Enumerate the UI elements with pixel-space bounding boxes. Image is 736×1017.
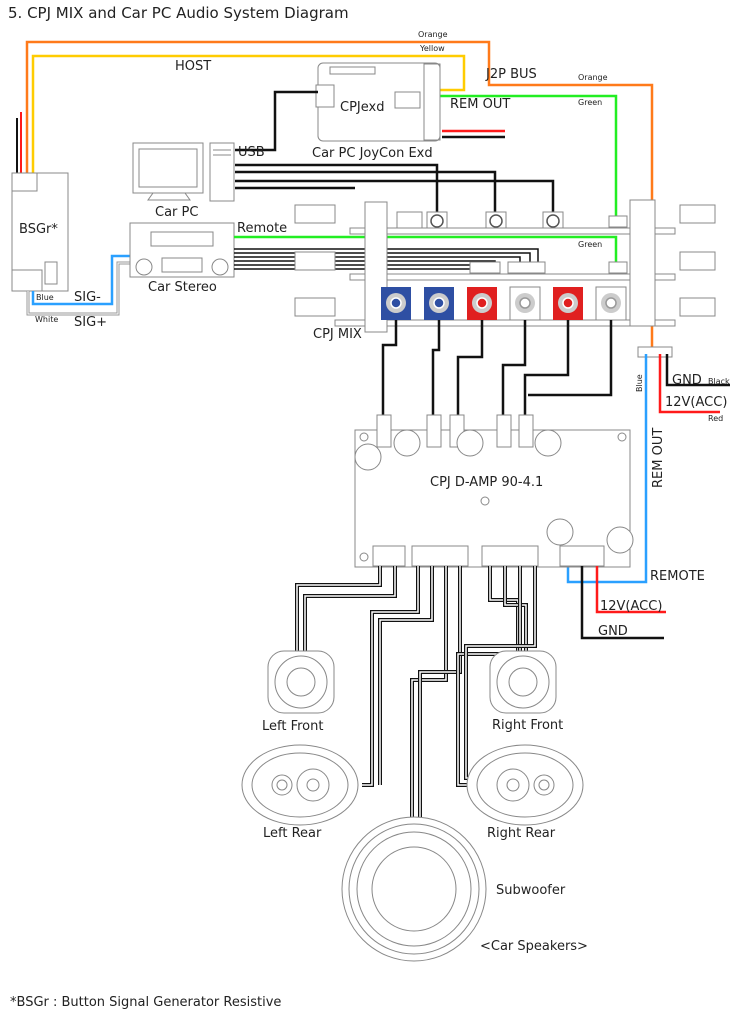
wire-label-orange: Orange: [418, 30, 448, 39]
rca-jacks: [381, 286, 627, 321]
rem-out-label: REM OUT: [450, 97, 510, 112]
car-pc-label: Car PC: [155, 205, 198, 220]
gnd-black-wire: [665, 354, 730, 387]
car-speakers-label: <Car Speakers>: [480, 939, 588, 954]
cpjexd-label: CPJexd: [340, 100, 384, 115]
pc-audio-wire-3: [235, 179, 555, 213]
bsgr-device: BSGr*: [11, 112, 69, 292]
amp-board: CPJ D-AMP 90-4.1: [354, 414, 634, 568]
yellow-wire: [31, 54, 466, 175]
pc-audio-wire-1: [235, 163, 439, 213]
pc-audio-wire-2: [235, 170, 497, 213]
right-rear-speaker: [466, 744, 584, 826]
car-pc: [132, 142, 235, 202]
wire-label-white: White: [35, 315, 58, 324]
remote-label: Remote: [237, 221, 287, 236]
amp-gnd-label: GND: [598, 624, 628, 639]
usb-wire: [235, 90, 318, 152]
amp-acc-label: 12V(ACC): [600, 599, 662, 614]
power-connector: [637, 346, 673, 358]
diagram-title: 5. CPJ MIX and Car PC Audio System Diagr…: [8, 4, 349, 22]
wire-label-blue-vertical: Blue: [635, 374, 644, 392]
right-rear-label: Right Rear: [487, 826, 556, 841]
cpj-mix-board: [294, 199, 716, 333]
remote-blue-wire: [566, 354, 648, 584]
acc-label: 12V(ACC): [665, 395, 727, 410]
host-label: HOST: [175, 59, 211, 74]
cpjexd-caption: Car PC JoyCon Exd: [312, 146, 433, 161]
j2p-bus-label: J2P BUS: [485, 67, 537, 82]
wire-label-blue: Blue: [36, 293, 54, 302]
wire-label-orange-2: Orange: [578, 73, 608, 82]
sig-minus-blue-wire: [31, 254, 130, 306]
amp-gnd-black-wire: [580, 566, 664, 640]
acc-red-wire: [658, 354, 720, 414]
sig-minus-label: SIG-: [74, 290, 101, 305]
left-front-speaker: [267, 650, 335, 714]
amp-label: CPJ D-AMP 90-4.1: [430, 475, 543, 490]
cpjexd-board: CPJexd: [315, 62, 441, 142]
car-stereo-label: Car Stereo: [148, 280, 217, 295]
gnd-label: GND: [672, 373, 702, 388]
wire-label-green: Green: [578, 98, 602, 107]
car-stereo: [129, 222, 235, 278]
bsgr-label: BSGr*: [19, 222, 58, 237]
usb-label: USB: [238, 145, 265, 160]
wire-label-green-2: Green: [578, 240, 602, 249]
cpj-mix-label: CPJ MIX: [313, 327, 362, 342]
mix-to-amp-wires: [381, 320, 613, 415]
amp-acc-red-wire: [595, 566, 666, 614]
remote-green-wire: [234, 235, 618, 262]
rem-out-vertical-label: REM OUT: [651, 428, 666, 488]
subwoofer-label: Subwoofer: [496, 883, 566, 898]
left-rear-label: Left Rear: [263, 826, 322, 841]
subwoofer-speaker: [341, 816, 487, 962]
left-rear-speaker: [241, 744, 359, 826]
wire-label-red: Red: [708, 414, 723, 423]
amp-remote-label: REMOTE: [650, 569, 705, 584]
wire-label-yellow: Yellow: [419, 44, 445, 53]
sig-plus-label: SIG+: [74, 315, 107, 330]
right-front-speaker: [489, 650, 557, 714]
rem-out-green-wire: [437, 94, 618, 224]
right-front-label: Right Front: [492, 718, 563, 733]
wire-label-black: Black: [708, 377, 730, 386]
left-front-label: Left Front: [262, 719, 323, 734]
orange-wire: [25, 40, 654, 348]
footnote: *BSGr : Button Signal Generator Resistiv…: [10, 995, 281, 1010]
